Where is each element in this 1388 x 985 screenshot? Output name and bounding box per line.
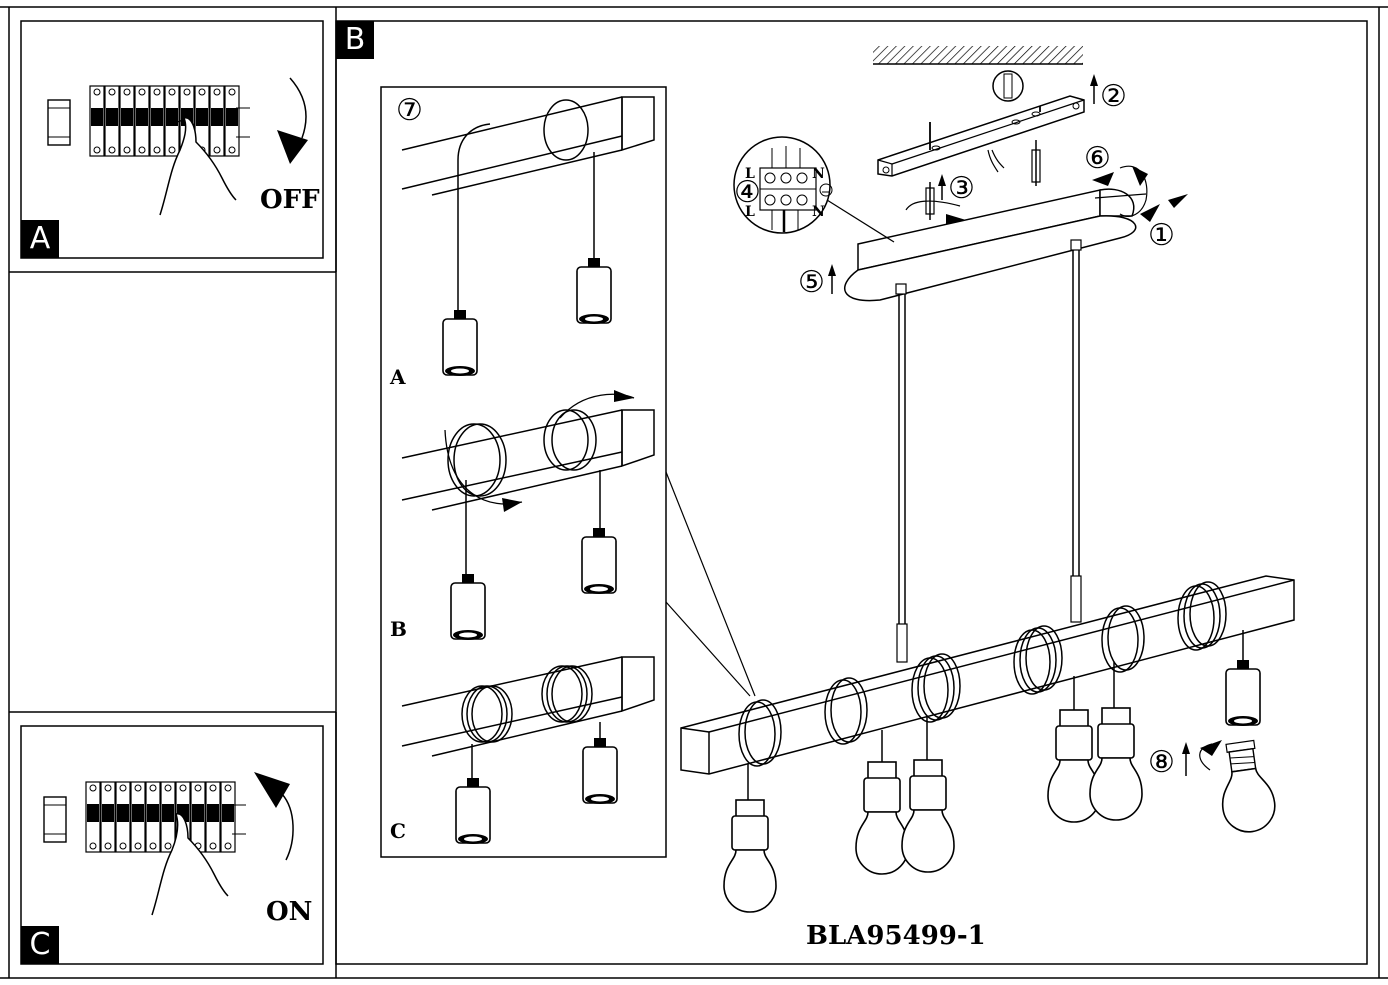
- step-number-6: ⑥: [1084, 141, 1111, 176]
- step-number-5: ⑤: [798, 265, 825, 300]
- terminal-label-n-bottom: N: [812, 204, 825, 220]
- panel-tag-a: A: [21, 220, 59, 258]
- off-label: OFF: [260, 185, 320, 215]
- panel-tag-b: B: [336, 21, 374, 59]
- step-number-2: ②: [1100, 79, 1127, 114]
- curved-arrow-icon: [289, 77, 307, 139]
- pendant-lamps: [723, 630, 1276, 913]
- on-label: ON: [266, 897, 312, 927]
- terminal-label-l-top: L: [745, 166, 755, 182]
- canopy: [843, 165, 1188, 302]
- detail-box: [380, 86, 667, 858]
- terminal-labels: L L N N: [745, 166, 825, 220]
- detail-step-labels: A B C: [389, 365, 407, 843]
- leader-lines: [665, 471, 756, 697]
- direction-arrows: [828, 74, 1190, 776]
- detail-label-b: B: [390, 617, 407, 641]
- panel-a-border: [20, 20, 324, 259]
- main-rail: [680, 575, 1295, 775]
- screws-and-dowels: [905, 70, 1041, 226]
- fuse-box-on-illustration: [43, 772, 294, 916]
- step-numbers: ① ② ③ ④ ⑤ ⑥ ⑦ ⑧: [396, 79, 1175, 780]
- detail-step-a-illustration: [401, 96, 655, 377]
- suspension-cables: [896, 250, 1082, 663]
- detail-label-c: C: [390, 819, 406, 843]
- ceiling-hatch: [873, 46, 1083, 64]
- detail-step-b-illustration: [401, 390, 655, 641]
- terminal-label-n-top: N: [812, 166, 825, 182]
- detail-label-a: A: [389, 365, 406, 389]
- step-number-7: ⑦: [396, 93, 423, 128]
- cable-wraps: [738, 581, 1227, 767]
- terminal-label-l-bottom: L: [745, 204, 755, 220]
- step-number-1: ①: [1148, 218, 1175, 253]
- terminal-block-callout: [733, 136, 895, 243]
- panel-tag-c: C: [21, 926, 59, 964]
- step-number-3: ③: [948, 171, 975, 206]
- fuse-box-off-illustration: [47, 77, 308, 216]
- detail-step-c-illustration: [401, 656, 655, 845]
- mounting-bracket: [877, 95, 1085, 177]
- step-number-4: ④: [734, 175, 761, 210]
- model-code: BLA95499-1: [806, 921, 986, 951]
- step-number-8: ⑧: [1148, 745, 1175, 780]
- curved-arrow-icon: [281, 793, 294, 861]
- panel-b-border: [335, 20, 1368, 965]
- panel-c-border: [20, 725, 324, 965]
